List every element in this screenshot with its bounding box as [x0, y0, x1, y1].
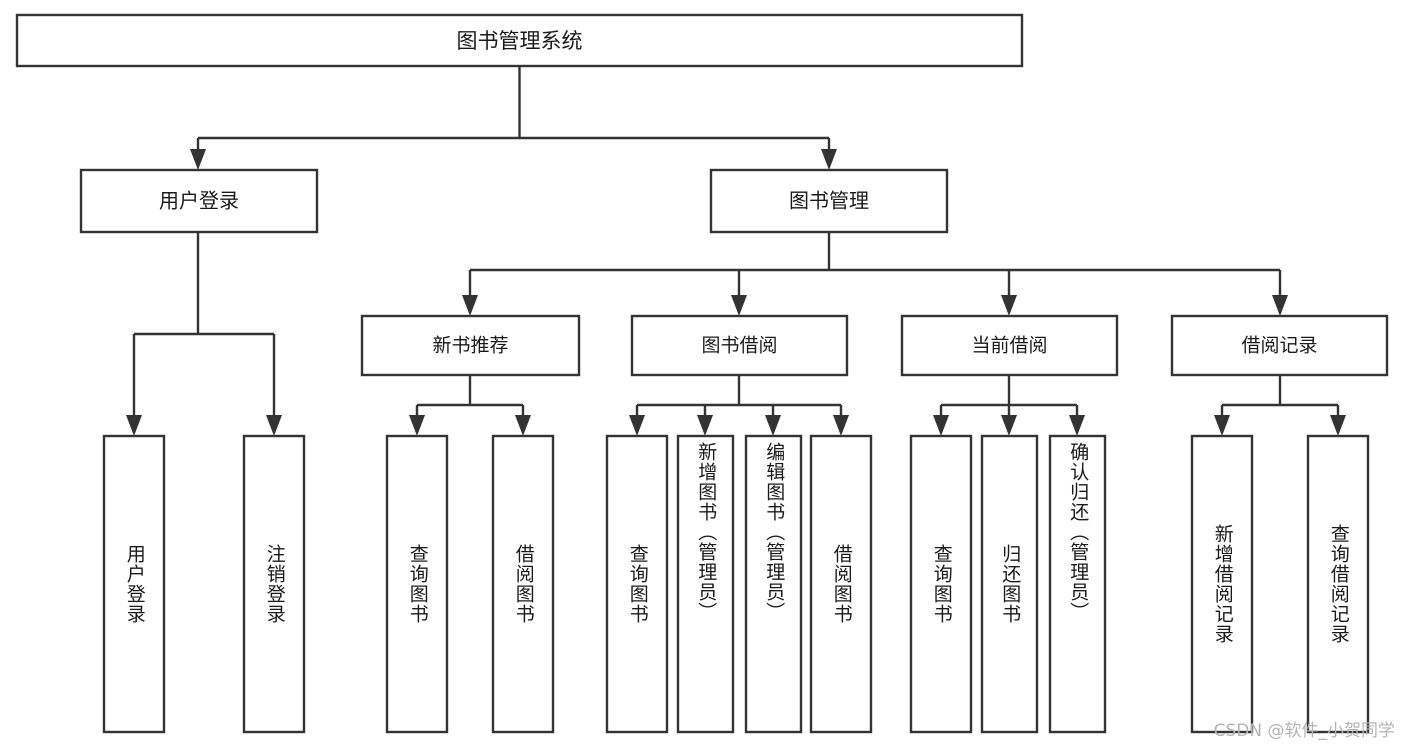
connector-group-root — [190, 66, 837, 170]
arrow-book-to-new — [462, 295, 478, 316]
leaf-box-return-book[interactable] — [980, 434, 1039, 734]
node-new-book-recommend-label: 新书推荐 — [432, 335, 508, 357]
arrow-borrow-leaf-3 — [765, 415, 781, 436]
arrow-book-to-record — [1272, 295, 1288, 316]
node-current-borrow-box[interactable] — [900, 314, 1119, 377]
connector-group-user-login — [126, 232, 282, 436]
node-book-borrow-box[interactable] — [630, 314, 849, 377]
leaf-box-query-book-new[interactable] — [385, 434, 449, 734]
arrow-new-leaf-1 — [409, 415, 425, 436]
node-root[interactable]: 图书管理系统 — [15, 13, 1024, 68]
arrow-record-leaf-2 — [1330, 415, 1346, 436]
arrow-root-to-book — [821, 149, 837, 170]
node-user-login[interactable]: 用户登录 — [79, 168, 319, 234]
leaf-box-add-borrow-record[interactable] — [1190, 434, 1254, 734]
arrow-user-leaf-1 — [126, 415, 142, 436]
node-root-box[interactable] — [15, 13, 1024, 68]
arrow-user-leaf-2 — [266, 415, 282, 436]
leaf-box-edit-book-admin[interactable] — [744, 434, 803, 734]
arrow-root-to-user — [190, 149, 206, 170]
node-borrow-record[interactable]: 借阅记录 — [1170, 314, 1389, 377]
arrow-current-leaf-2 — [1001, 415, 1017, 436]
node-book-management-label: 图书管理 — [789, 189, 869, 213]
node-book-borrow-label: 图书借阅 — [701, 335, 777, 357]
leaf-box-query-book-borrow[interactable] — [605, 434, 669, 734]
leaf-box-query-book-current[interactable] — [909, 434, 973, 734]
arrow-borrow-leaf-1 — [629, 415, 645, 436]
arrow-new-leaf-2 — [515, 415, 531, 436]
connector-group-borrow-books — [629, 375, 849, 436]
leaf-box-borrow-book-new[interactable] — [491, 434, 555, 734]
leaf-box-user-login[interactable] — [102, 434, 166, 734]
leaf-boxes — [102, 434, 1370, 734]
arrow-book-to-current — [1001, 295, 1017, 316]
connector-group-borrow-records — [1214, 375, 1346, 436]
arrow-book-to-borrow — [731, 295, 747, 316]
arrow-current-leaf-3 — [1069, 415, 1085, 436]
node-book-management-box[interactable] — [709, 168, 949, 234]
leaf-box-add-book-admin[interactable] — [676, 434, 735, 734]
node-new-book-recommend-box[interactable] — [360, 314, 581, 377]
node-new-book-recommend[interactable]: 新书推荐 — [360, 314, 581, 377]
node-current-borrow-label: 当前借阅 — [971, 335, 1047, 357]
node-current-borrow[interactable]: 当前借阅 — [900, 314, 1119, 377]
leaf-box-logout[interactable] — [242, 434, 306, 734]
node-borrow-record-label: 借阅记录 — [1241, 335, 1317, 357]
leaf-box-borrow-book[interactable] — [809, 434, 873, 734]
connector-group-book-mgmt — [462, 232, 1288, 316]
node-book-borrow[interactable]: 图书借阅 — [630, 314, 849, 377]
connector-group-current-borrow — [933, 375, 1085, 436]
node-root-label: 图书管理系统 — [457, 29, 583, 53]
arrow-current-leaf-1 — [933, 415, 949, 436]
node-user-login-label: 用户登录 — [159, 189, 239, 213]
leaf-box-query-borrow-record[interactable] — [1306, 434, 1370, 734]
leaf-box-confirm-return-admin[interactable] — [1048, 434, 1107, 734]
arrow-borrow-leaf-2 — [697, 415, 713, 436]
arrow-record-leaf-1 — [1214, 415, 1230, 436]
node-user-login-box[interactable] — [79, 168, 319, 234]
connector-group-new-books — [409, 375, 531, 436]
node-borrow-record-box[interactable] — [1170, 314, 1389, 377]
node-book-management[interactable]: 图书管理 — [709, 168, 949, 234]
arrow-borrow-leaf-4 — [833, 415, 849, 436]
